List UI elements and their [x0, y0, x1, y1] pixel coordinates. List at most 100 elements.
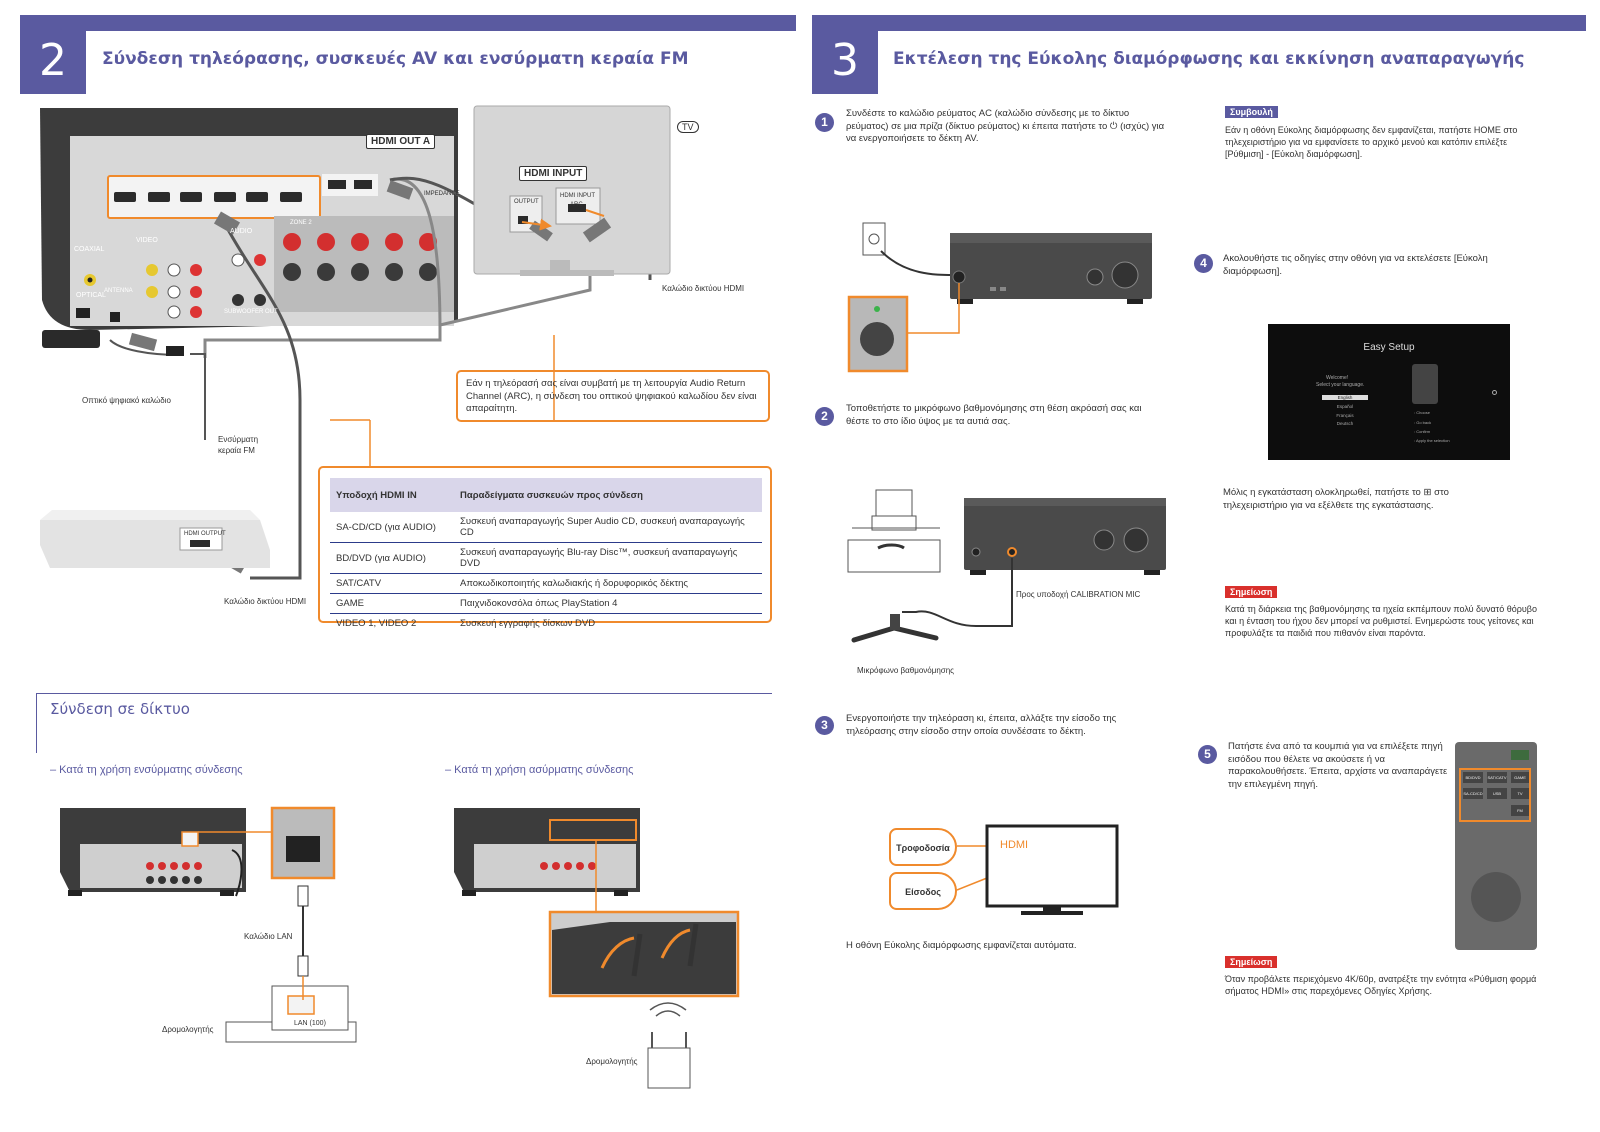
table-header: Παραδείγματα συσκευών προς σύνδεση — [454, 478, 762, 512]
table-cell: BD/DVD (για AUDIO) — [330, 542, 454, 574]
hint-text: : Choose — [1414, 410, 1431, 415]
wireless-subtitle: – Κατά τη χρήση ασύρματης σύνδεσης — [445, 764, 634, 776]
hdmi-cable-device-label: Καλώδιο δικτύου HDMI — [224, 597, 307, 606]
network-left-rule — [36, 693, 37, 753]
tip-text: Εάν η οθόνη Εύκολης διαμόρφωσης δεν εμφα… — [1225, 125, 1518, 159]
optical-label: OPTICAL — [76, 292, 106, 299]
hdmi-table-box: Υποδοχή HDMI IN Παραδείγματα συσκευών πρ… — [318, 466, 772, 629]
step-4-text: Ακολουθήστε τις οδηγίες στην οθόνη για ν… — [1223, 253, 1488, 277]
section2-header-bar — [20, 15, 796, 31]
lan-cable-label: Καλώδιο LAN — [244, 932, 293, 941]
tv-hdmi-text: HDMI — [1000, 839, 1029, 851]
remote-button[interactable]: SAT/CATV — [1487, 772, 1507, 783]
section3-header-bar — [812, 15, 1586, 31]
impedance-label: IMPEDANCE — [424, 191, 460, 197]
hdmi-cable-tv-label: Καλώδιο δικτύου HDMI — [662, 284, 745, 293]
power-diagram — [847, 222, 1152, 373]
step-3-number: 3 — [815, 716, 834, 735]
remote-button[interactable]: SA-CD/CD — [1463, 788, 1483, 799]
section3-title: Εκτέλεση της Εύκολης διαμόρφωσης και εκκ… — [893, 49, 1525, 69]
note2-tag: Σημείωση — [1225, 956, 1278, 968]
step-2-number: 2 — [815, 407, 834, 426]
remote-power-button[interactable] — [1511, 750, 1529, 760]
optical-cable-label: Οπτικό ψηφιακό καλώδιο — [82, 396, 171, 405]
easy-setup-title: Easy Setup — [1363, 342, 1415, 353]
section3-number: 3 — [812, 28, 878, 94]
step-5-text: Πατήστε ένα από τα κουμπιά για να επιλέξ… — [1228, 741, 1448, 790]
subwoofer-out-label: SUBWOOFER OUT — [224, 309, 278, 315]
mic-label: Μικρόφωνο βαθμονόμησης — [857, 666, 955, 675]
coaxial-label: COAXIAL — [74, 246, 105, 253]
network-diagram — [60, 806, 740, 1089]
table-cell: Παιχνιδοκονσόλα όπως PlayStation 4 — [454, 593, 762, 614]
table-cell: VIDEO 1, VIDEO 2 — [336, 618, 417, 629]
wired-subtitle: – Κατά τη χρήση ενσύρματης σύνδεσης — [50, 764, 243, 776]
hdmi-out-a-callout: HDMI OUT A — [366, 134, 436, 149]
remote-button-area — [1459, 768, 1531, 822]
language-option[interactable]: Deutsch — [1336, 421, 1354, 426]
antenna-label: ANTENNA — [104, 288, 133, 294]
table-cell: SAT/CATV — [330, 573, 454, 594]
tv-screen-diagram — [956, 824, 1119, 915]
fm-antenna-label: Ενσύρματη κεραία FM — [218, 435, 259, 455]
remote-preview — [1412, 364, 1438, 404]
table-row: VIDEO 1, VIDEO 2 Συσκευή εγγραφής δίσκων… — [330, 614, 762, 634]
hdmi-input-callout: HDMI INPUT — [519, 166, 588, 181]
tv-hdmi-input-label: HDMI INPUT — [560, 193, 595, 199]
table-row: GAME Παιχνιδοκονσόλα όπως PlayStation 4 — [330, 593, 762, 614]
table-cell: SA-CD/CD (για AUDIO) — [330, 512, 454, 543]
step-5-number: 5 — [1198, 745, 1217, 764]
easy-setup-welcome: Welcome! — [1326, 375, 1349, 381]
note1-text: Κατά τη διάρκεια της βαθμονόμησης τα ηχε… — [1225, 604, 1537, 638]
remote-button[interactable]: TV — [1511, 788, 1529, 799]
arc-port-label: ARC — [570, 202, 583, 208]
table-cell: Αποκωδικοποιητής καλωδιακής ή δορυφορικό… — [454, 573, 762, 594]
table-cell: Συσκευή αναπαραγωγής Blu-ray Disc™, συσκ… — [454, 542, 762, 574]
indicator-dot — [1492, 390, 1497, 395]
zone2-label: ZONE 2 — [290, 220, 312, 226]
remote-button[interactable]: USB — [1487, 788, 1507, 799]
easy-setup-select: Select your language. — [1316, 382, 1365, 388]
network-title: Σύνδεση σε δίκτυο — [50, 700, 190, 718]
table-row: SA-CD/CD (για AUDIO) Συσκευή αναπαραγωγή… — [330, 512, 762, 543]
language-option[interactable]: English — [1322, 395, 1368, 400]
table-cell: Συσκευή εγγραφής δίσκων DVD — [460, 618, 596, 629]
step-2-text: Τοποθετήστε το μικρόφωνο βαθμονόμησης στ… — [846, 403, 1142, 427]
av-connection-diagram — [40, 105, 671, 580]
hint-text: : Confirm — [1414, 429, 1431, 434]
video-label: VIDEO — [136, 237, 158, 244]
tv-output-label: OUTPUT — [514, 199, 539, 205]
easy-setup-screen: Easy Setup Welcome! Select your language… — [1268, 324, 1510, 460]
mic-port-label: Προς υποδοχή CALIBRATION MIC — [1016, 590, 1141, 599]
table-header: Υποδοχή HDMI IN — [330, 478, 454, 512]
table-cell: GAME — [330, 593, 454, 614]
audio-label: AUDIO — [230, 228, 253, 235]
remote-button[interactable]: FM — [1511, 805, 1529, 816]
tv-badge: TV — [677, 121, 699, 133]
table-cell: Συσκευή αναπαραγωγής Super Audio CD, συσ… — [454, 512, 762, 543]
note2-text: Όταν προβάλετε περιεχόμενο 4K/60p, ανατρ… — [1225, 974, 1537, 996]
step-1-text: Συνδέστε το καλώδιο ρεύματος AC (καλώδιο… — [846, 108, 1165, 144]
input-tag: Είσοδος — [889, 872, 957, 910]
table-header-row: Υποδοχή HDMI IN Παραδείγματα συσκευών πρ… — [330, 478, 762, 512]
remote-control: BD/DVD SAT/CATV GAME SA-CD/CD USB TV FM — [1455, 742, 1537, 950]
auto-display-text: Η οθόνη Εύκολης διαμόρφωσης εμφανίζεται … — [846, 940, 1077, 951]
language-option[interactable]: Español — [1336, 404, 1354, 409]
step-3-text: Ενεργοποιήστε την τηλεόραση κι, έπειτα, … — [846, 713, 1117, 737]
network-divider — [36, 693, 772, 694]
remote-button[interactable]: GAME — [1511, 772, 1529, 783]
remote-button[interactable]: BD/DVD — [1463, 772, 1483, 783]
hdmi-device-table: Υποδοχή HDMI IN Παραδείγματα συσκευών πρ… — [330, 478, 762, 633]
router2-label: Δρομολογητής — [586, 1057, 638, 1066]
section2-number: 2 — [20, 28, 86, 94]
hint-text: : Apply the selection — [1414, 438, 1450, 443]
hint-text: : Go back — [1414, 420, 1432, 425]
remote-dpad[interactable] — [1471, 872, 1521, 922]
step-1-number: 1 — [815, 113, 834, 132]
language-option[interactable]: Français — [1336, 413, 1354, 418]
router-label: Δρομολογητής — [162, 1025, 214, 1034]
arc-note: Εάν η τηλεόρασή σας είναι συμβατή με τη … — [456, 370, 770, 422]
step-4-number: 4 — [1194, 254, 1213, 273]
section2-title: Σύνδεση τηλεόρασης, συσκευές AV και ενσύ… — [102, 49, 689, 69]
table-row: BD/DVD (για AUDIO) Συσκευή αναπαραγωγής … — [330, 542, 762, 574]
